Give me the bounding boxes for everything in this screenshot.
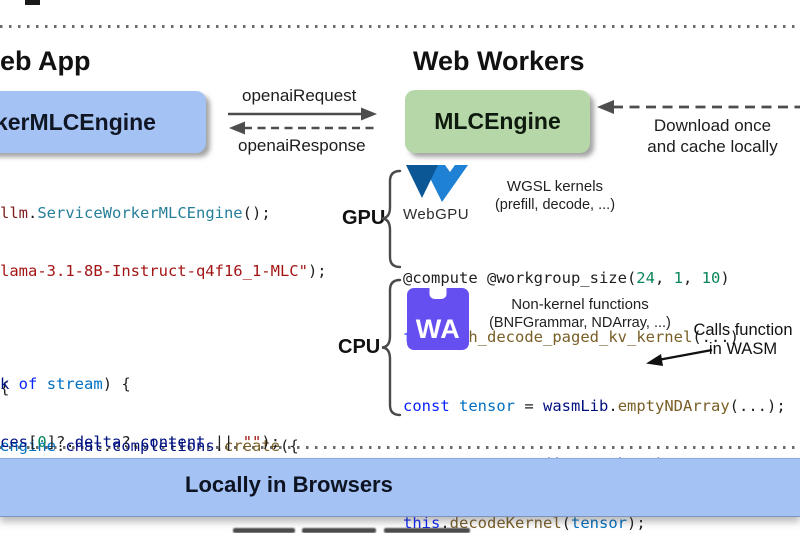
code-line: this.decodeKernel(tensor); xyxy=(403,513,646,532)
cpu-description: Non-kernel functions (BNFGrammar, NDArra… xyxy=(489,296,671,331)
cpu-label: CPU xyxy=(338,336,381,358)
openai-response-arrow xyxy=(229,121,377,135)
mlc-engine-box: MLCEngine xyxy=(405,90,590,153)
clipped-shape-fragment xyxy=(25,0,40,5)
openai-response-label: openaiResponse xyxy=(238,136,366,155)
top-dotted-divider xyxy=(0,25,800,28)
code-line: ces[0]?.delta?.content || ""); xyxy=(0,433,281,452)
openai-request-arrow xyxy=(228,107,377,121)
code-line: engine.chat.completions.create({ xyxy=(0,437,299,456)
cpu-brace xyxy=(381,278,402,417)
code-line: llm.ServiceWorkerMLCEngine(); xyxy=(0,204,271,222)
gpu-code-block: @compute @workgroup_size(24, 1, 10) fn b… xyxy=(403,231,739,385)
web-app-code-block-2: k of stream) { ces[0]?.delta?.content ||… xyxy=(0,337,280,490)
wasm-logo-notch xyxy=(429,286,447,299)
mlc-engine-label: MLCEngine xyxy=(434,108,561,134)
service-worker-mlc-engine-label: rkerMLCEngine xyxy=(0,108,156,135)
openai-request-label: openaiRequest xyxy=(242,86,357,105)
clipped-caption-fragment xyxy=(302,528,376,533)
code-line: k of stream) { xyxy=(0,375,131,393)
gpu-label: GPU xyxy=(342,207,386,229)
clipped-caption-fragment xyxy=(233,528,295,533)
code-line: @compute @workgroup_size(24, 1, 10) xyxy=(403,269,730,287)
locally-in-browsers-label: Locally in Browsers xyxy=(185,472,393,497)
bottom-dotted-divider xyxy=(0,446,800,449)
calls-function-annotation: Calls function in WASM xyxy=(693,321,793,358)
code-line: const tensor = wasmLib.emptyNDArray(...)… xyxy=(403,397,786,415)
code-line: { xyxy=(0,378,10,397)
webgpu-logo-icon xyxy=(406,165,468,202)
webgpu-logo-caption: WebGPU xyxy=(403,206,470,223)
wasm-logo-text: WA xyxy=(415,314,461,344)
service-worker-mlc-engine-box: rkerMLCEngine xyxy=(0,91,206,153)
web-app-heading: eb App xyxy=(0,46,91,76)
locally-in-browsers-bar xyxy=(0,458,800,517)
download-cache-arrow xyxy=(597,100,800,114)
web-workers-heading: Web Workers xyxy=(413,46,585,76)
download-cache-label: Download once and cache locally xyxy=(647,116,778,156)
gpu-description: WGSL kernels (prefill, decode, ...) xyxy=(494,178,616,213)
wasm-logo-icon: WA xyxy=(407,286,469,350)
code-line: lama-3.1-8B-Instruct-q4f16_1-MLC"); xyxy=(0,262,327,281)
clipped-caption-fragment xyxy=(384,528,470,533)
